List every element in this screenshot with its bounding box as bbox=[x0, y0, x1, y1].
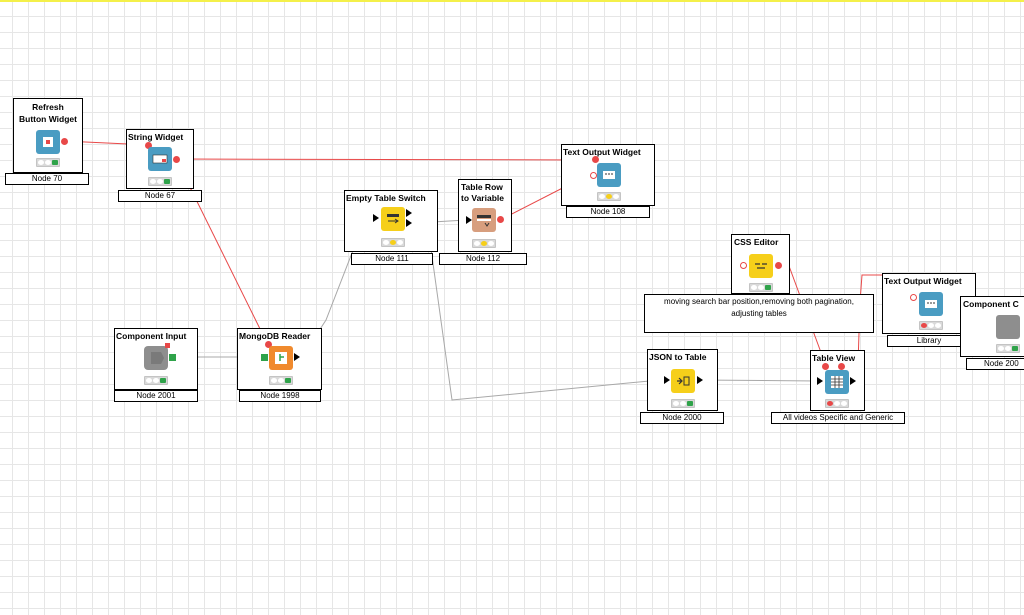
node-67-title: String Widget bbox=[128, 132, 184, 142]
node-108-label[interactable]: Node 108 bbox=[566, 206, 650, 218]
node-2001-variable-port[interactable] bbox=[165, 343, 170, 348]
node-2000-status-light bbox=[671, 399, 695, 408]
node-2000-data-out-port[interactable] bbox=[697, 376, 703, 384]
node-112-label[interactable]: Node 112 bbox=[439, 253, 527, 265]
mongodb-reader-icon[interactable] bbox=[269, 346, 293, 370]
node-70-label[interactable]: Node 70 bbox=[5, 173, 89, 185]
table-view-variable-in-port-2[interactable] bbox=[838, 363, 845, 370]
table-view-data-in-port[interactable] bbox=[817, 377, 823, 385]
node-2001-label[interactable]: Node 2001 bbox=[114, 390, 198, 402]
node-2000-label[interactable]: Node 2000 bbox=[640, 412, 724, 424]
annotation-line-2: adjusting tables bbox=[731, 309, 787, 318]
node-70-title-line1: Refresh bbox=[32, 102, 64, 112]
node-2001-title: Component Input bbox=[116, 331, 187, 341]
node-111-status-light bbox=[381, 238, 405, 247]
node-67-variable-out-port[interactable] bbox=[173, 156, 180, 163]
canvas-top-highlight bbox=[0, 0, 1024, 2]
node-112-variable-out-port[interactable] bbox=[497, 216, 504, 223]
wire-111-to-2000 bbox=[416, 212, 661, 401]
component-status-light bbox=[996, 344, 1020, 353]
node-111-data-out-port-1[interactable] bbox=[406, 209, 412, 217]
node-2000-title: JSON to Table bbox=[649, 352, 707, 362]
node-112-title-line2: to Variable bbox=[461, 193, 504, 203]
node-111-data-out-port-2[interactable] bbox=[406, 219, 412, 227]
node-111-data-in-port[interactable] bbox=[373, 214, 379, 222]
node-1998-data-in-port[interactable] bbox=[261, 354, 268, 361]
node-111-title: Empty Table Switch bbox=[346, 193, 426, 203]
css-editor-variable-in-port[interactable] bbox=[740, 262, 747, 269]
css-editor-status-light bbox=[749, 283, 773, 292]
workflow-annotation[interactable]: moving search bar position,removing both… bbox=[644, 294, 874, 333]
node-2001-data-out-port[interactable] bbox=[169, 354, 176, 361]
table-view-icon[interactable] bbox=[825, 370, 849, 394]
table-view-data-out-port[interactable] bbox=[850, 377, 856, 385]
node-67-label[interactable]: Node 67 bbox=[118, 190, 202, 202]
node-1998-label[interactable]: Node 1998 bbox=[239, 390, 321, 402]
node-112-data-in-port[interactable] bbox=[466, 216, 472, 224]
node-70-title-line2: Button Widget bbox=[19, 114, 77, 124]
refresh-button-icon[interactable] bbox=[36, 130, 60, 154]
node-108-status-light bbox=[597, 192, 621, 201]
node-2000-data-in-port[interactable] bbox=[664, 376, 670, 384]
table-switch-icon[interactable] bbox=[381, 207, 405, 231]
table-view-label[interactable]: All videos Specific and Generic bbox=[771, 412, 905, 424]
component-icon[interactable] bbox=[996, 315, 1020, 339]
node-1998-title: MongoDB Reader bbox=[239, 331, 311, 341]
node-112-status-light bbox=[472, 239, 496, 248]
node-108-variable-in-port-top[interactable] bbox=[592, 156, 599, 163]
library-label[interactable]: Library bbox=[887, 335, 971, 347]
library-status-light bbox=[919, 321, 943, 330]
css-editor-title: CSS Editor bbox=[734, 237, 779, 247]
row-to-variable-icon[interactable] bbox=[472, 208, 496, 232]
library-title: Text Output Widget bbox=[884, 276, 962, 286]
node-1998-data-out-port[interactable] bbox=[294, 353, 300, 361]
annotation-line-1: moving search bar position,removing both… bbox=[664, 297, 854, 306]
wire-67-to-108 bbox=[175, 158, 589, 161]
table-view-status-light bbox=[825, 399, 849, 408]
string-widget-icon[interactable] bbox=[148, 147, 172, 171]
library-variable-in-port[interactable] bbox=[910, 294, 917, 301]
node-108-title: Text Output Widget bbox=[563, 147, 641, 157]
node-1998-status-light bbox=[269, 376, 293, 385]
node-111-label[interactable]: Node 111 bbox=[351, 253, 433, 265]
text-output-icon[interactable] bbox=[919, 292, 943, 316]
node-67-status-light bbox=[148, 177, 172, 186]
node-108-variable-in-port[interactable] bbox=[590, 172, 597, 179]
node-112-title-line1: Table Row bbox=[461, 182, 503, 192]
node-1998-variable-in-port[interactable] bbox=[265, 341, 272, 348]
json-to-table-icon[interactable] bbox=[671, 369, 695, 393]
css-editor-icon[interactable] bbox=[749, 254, 773, 278]
text-output-icon[interactable] bbox=[597, 163, 621, 187]
css-editor-variable-out-port[interactable] bbox=[775, 262, 782, 269]
table-view-title: Table View bbox=[812, 353, 856, 363]
node-67-variable-in-port[interactable] bbox=[145, 142, 152, 149]
component-title: Component C bbox=[963, 299, 1019, 309]
wire-2000-to-tview bbox=[697, 379, 819, 382]
node-70-status-light bbox=[36, 158, 60, 167]
table-view-variable-in-port-1[interactable] bbox=[822, 363, 829, 370]
component-label[interactable]: Node 200 bbox=[966, 358, 1024, 370]
node-70-variable-out-port[interactable] bbox=[61, 138, 68, 145]
node-2001-status-light bbox=[144, 376, 168, 385]
component-input-icon[interactable] bbox=[144, 346, 168, 370]
